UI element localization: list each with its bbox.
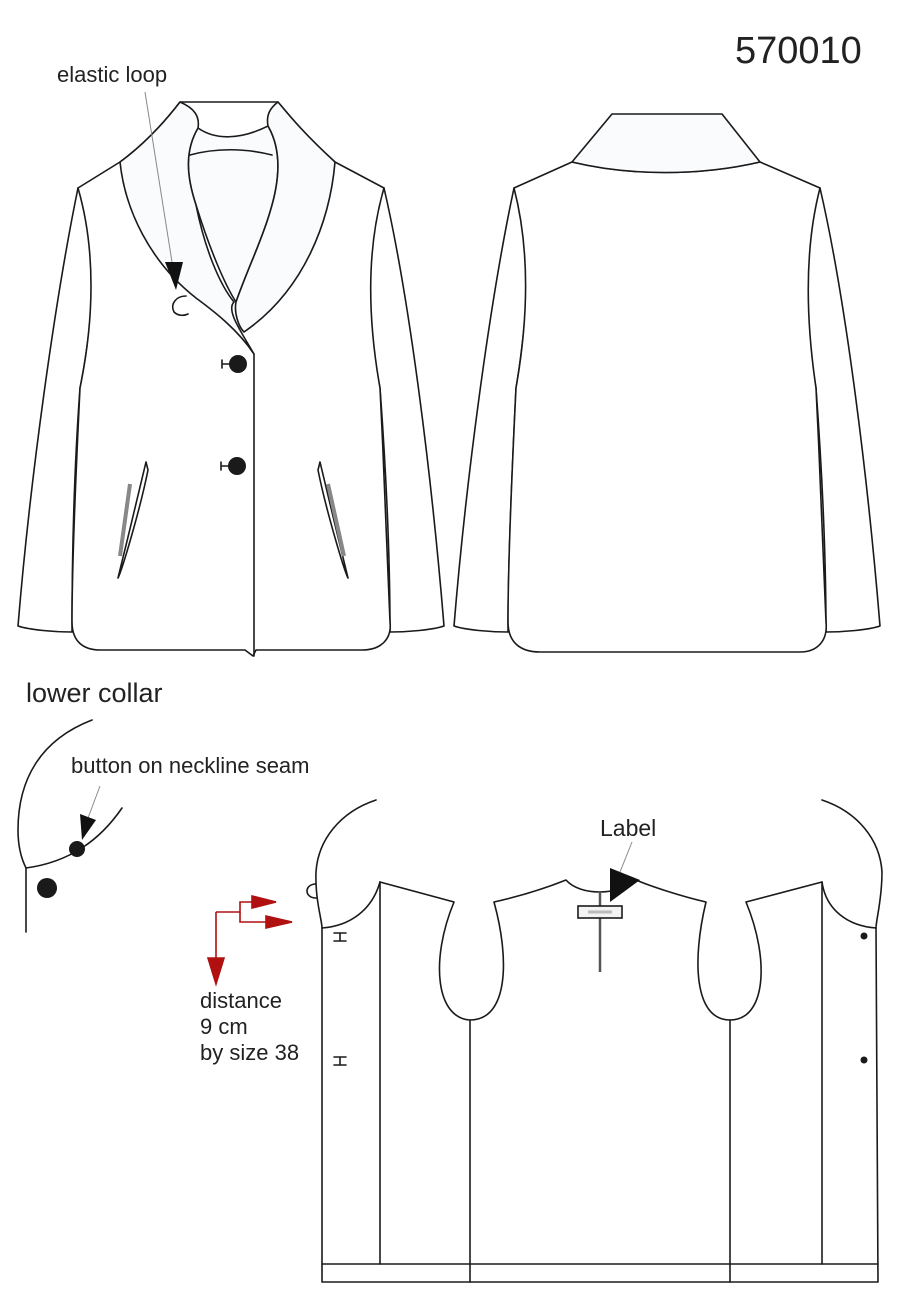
back-collar bbox=[571, 113, 761, 174]
lower-collar-detail bbox=[17, 719, 123, 933]
shawl-collar-left bbox=[119, 101, 255, 355]
inside-button-1 bbox=[860, 932, 868, 940]
lower-collar-title: lower collar bbox=[26, 678, 163, 708]
label-caption: Label bbox=[600, 815, 657, 841]
front-neck-inner-seam bbox=[189, 148, 273, 156]
distance-label-line1: distance bbox=[200, 988, 282, 1013]
pocket-right bbox=[317, 461, 349, 579]
distance-label-line2: 9 cm bbox=[200, 1014, 248, 1039]
lower-collar-button bbox=[37, 878, 57, 898]
jacket-front-view bbox=[17, 101, 445, 657]
back-body-outline bbox=[507, 161, 827, 653]
front-button-2 bbox=[220, 457, 246, 475]
jacket-back-view bbox=[453, 113, 881, 653]
elastic-loop-mark bbox=[171, 295, 189, 317]
distance-label-line3: by size 38 bbox=[200, 1040, 300, 1065]
elastic-loop-label: elastic loop bbox=[57, 62, 168, 87]
buttonhole-2 bbox=[333, 1056, 347, 1066]
shawl-collar-right bbox=[234, 101, 336, 333]
elastic-loop-pointer bbox=[144, 91, 183, 290]
distance-marker-arrows bbox=[206, 894, 293, 987]
buttonhole-1 bbox=[333, 932, 347, 942]
lining-inside-view bbox=[306, 799, 883, 1283]
inside-button-2 bbox=[860, 1056, 868, 1064]
neckline-seam-button bbox=[69, 841, 85, 857]
front-button-1 bbox=[221, 355, 247, 373]
pocket-left bbox=[117, 461, 149, 579]
model-number: 570010 bbox=[735, 30, 862, 72]
button-on-neckline-seam-label: button on neckline seam bbox=[71, 753, 310, 778]
